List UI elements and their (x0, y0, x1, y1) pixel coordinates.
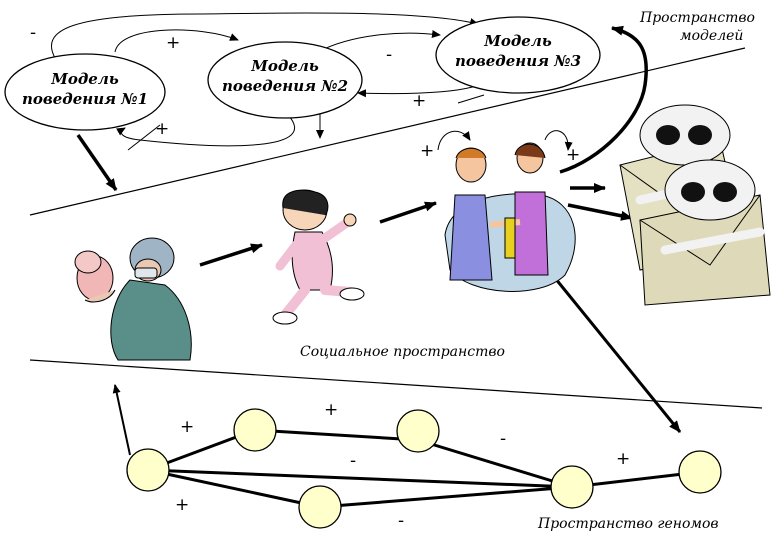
sign-genome-3: - (350, 451, 356, 471)
genome-node (233, 408, 277, 452)
genome-node (298, 485, 342, 529)
model-2-subtitle: поведения №2 (222, 77, 348, 95)
sign-top-left: - (30, 23, 36, 43)
sign-couple-left: + (420, 141, 434, 161)
model-space-label: Пространство (639, 10, 755, 26)
genome-node (550, 465, 594, 509)
sign-genome-6: + (175, 495, 189, 515)
flow-arrows (76, 25, 682, 433)
model-2: Модель поведения №2 (207, 41, 363, 119)
model-2-title: Модель (250, 57, 319, 75)
couple-holding-hands-icon (444, 142, 576, 292)
sign-genome-5: + (616, 449, 630, 469)
genome-to-doctor-arrow (112, 384, 131, 456)
model-3: Модель поведения №3 (435, 16, 601, 94)
model-space-divider (29, 47, 746, 216)
sign-m3-m2: + (412, 91, 426, 111)
model-3-title: Модель (483, 32, 552, 50)
model-3-subtitle: поведения №3 (455, 52, 581, 70)
sign-couple-right: + (566, 145, 580, 165)
model-space-label-2: моделей (680, 28, 743, 44)
running-child-icon (272, 189, 365, 325)
sign-genome-4: - (500, 429, 506, 449)
genome-node (126, 448, 170, 492)
genome-space-label: Пространство геномов (537, 516, 719, 532)
social-space-divider (29, 359, 763, 409)
sign-genome-2: + (324, 400, 338, 420)
couple-arc-right (544, 130, 573, 151)
sign-genome-1: + (180, 417, 194, 437)
skull-crossbones-envelope-icon-2 (639, 159, 771, 306)
model-1-subtitle: поведения №1 (22, 90, 148, 108)
model-1: Модель поведения №1 (4, 53, 166, 131)
doctor-holding-baby-icon (74, 237, 192, 361)
genome-nodes (126, 408, 722, 529)
sign-m2-m3: - (386, 45, 392, 65)
genome-node (396, 409, 440, 453)
model-1-title: Модель (50, 70, 119, 88)
sign-genome-7: - (398, 511, 404, 531)
social-space-label: Социальное пространство (300, 344, 505, 360)
sign-m2-m1: + (155, 119, 169, 139)
genome-node (678, 450, 722, 494)
sign-m1-m2: + (166, 33, 180, 53)
couple-arc-left (437, 130, 471, 151)
